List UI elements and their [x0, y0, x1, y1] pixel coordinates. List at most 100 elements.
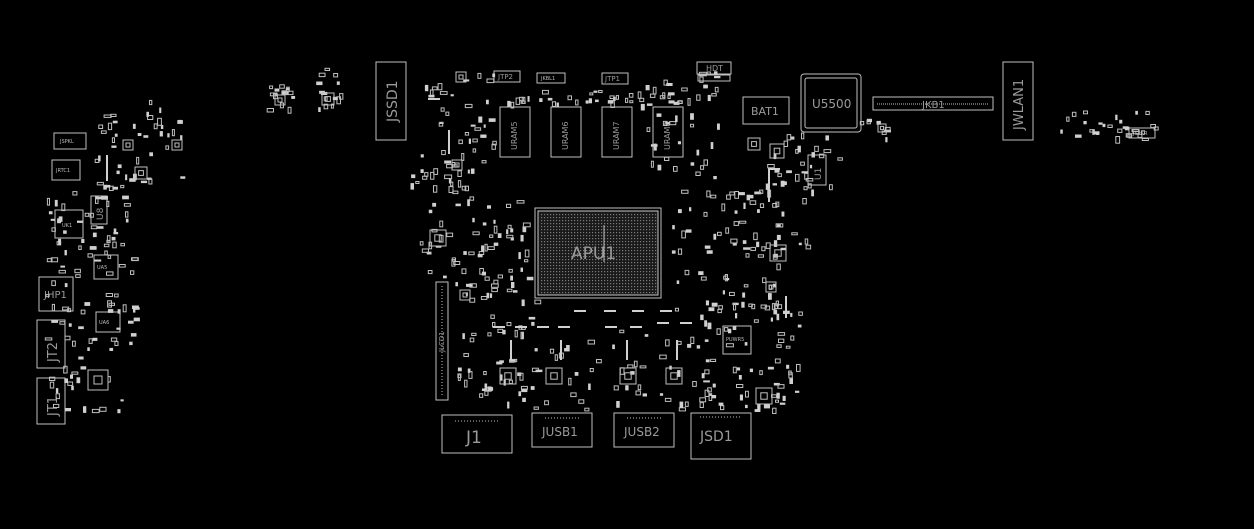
smd-part	[749, 194, 754, 199]
smd-part	[159, 131, 163, 137]
smd-part	[676, 280, 680, 284]
component-apu1: APU1	[534, 207, 662, 299]
smd-part	[487, 205, 491, 209]
smd-part	[745, 404, 748, 409]
smd-part	[615, 95, 619, 100]
smd-part	[570, 392, 577, 398]
smd-part	[491, 287, 498, 293]
smd-part	[722, 290, 725, 295]
smd-part	[428, 209, 433, 214]
smd-part	[111, 145, 117, 148]
smd-part	[554, 354, 558, 361]
smd-part	[527, 96, 530, 102]
smd-part	[441, 150, 446, 156]
smd-part	[797, 145, 801, 153]
ic-chip	[747, 137, 761, 151]
smd-part	[644, 334, 649, 337]
smd-part	[704, 369, 710, 375]
smd-part	[695, 171, 701, 176]
smd-part	[761, 246, 766, 252]
smd-part	[619, 367, 625, 375]
smd-part	[457, 374, 461, 381]
smd-part	[435, 245, 442, 248]
smd-part	[96, 226, 104, 229]
trace-segment	[605, 326, 617, 328]
smd-part	[589, 92, 594, 96]
smd-part	[783, 140, 789, 148]
smd-part	[149, 152, 153, 157]
smd-part	[640, 103, 645, 111]
ic-chip	[665, 367, 683, 385]
smd-part	[422, 175, 428, 180]
smd-part	[728, 328, 732, 334]
smd-part	[148, 178, 153, 185]
smd-part	[469, 196, 475, 201]
component-uram7: URAM7	[601, 106, 633, 158]
smd-part	[677, 248, 683, 255]
smd-part	[114, 341, 119, 347]
smd-part	[776, 344, 782, 348]
ic-chip	[459, 289, 471, 301]
smd-part	[470, 124, 476, 127]
smd-part	[122, 304, 127, 313]
smd-part	[1137, 133, 1143, 138]
smd-part	[116, 170, 120, 175]
smd-part	[440, 107, 445, 112]
smd-part	[78, 326, 84, 330]
smd-part	[497, 328, 504, 333]
smd-part	[76, 377, 81, 384]
smd-part	[711, 395, 717, 399]
smd-part	[704, 339, 709, 342]
smd-part	[123, 203, 131, 207]
smd-part	[725, 343, 734, 348]
smd-part	[574, 372, 579, 376]
smd-part	[1135, 110, 1138, 115]
smd-part	[791, 232, 798, 236]
smd-part	[524, 259, 529, 263]
component-u1: U1	[807, 154, 827, 186]
smd-part	[774, 169, 780, 173]
smd-part	[666, 83, 673, 86]
trace-segment	[657, 322, 669, 324]
smd-part	[763, 404, 770, 409]
trace-segment	[768, 168, 780, 170]
smd-part	[629, 100, 634, 104]
smd-part	[773, 283, 777, 288]
smd-part	[508, 268, 513, 273]
smd-part	[486, 78, 495, 84]
smd-part	[492, 73, 496, 78]
smd-part	[679, 401, 684, 408]
smd-part	[776, 313, 780, 321]
smd-part	[681, 87, 688, 92]
smd-part	[479, 268, 484, 275]
smd-part	[467, 169, 470, 174]
smd-part	[749, 200, 757, 205]
ic-chip	[321, 92, 335, 106]
smd-part	[677, 340, 682, 345]
smd-part	[662, 92, 666, 99]
component-uram5: URAM5	[499, 106, 531, 158]
smd-part	[732, 326, 737, 330]
smd-part	[1102, 123, 1106, 128]
smd-part	[51, 303, 55, 312]
smd-part	[50, 257, 59, 263]
smd-part	[94, 259, 102, 262]
smd-part	[786, 364, 790, 369]
ic-chip-pad	[434, 234, 442, 242]
smd-part	[587, 339, 595, 345]
smd-part	[801, 171, 808, 174]
smd-part	[714, 71, 718, 75]
smd-part	[445, 111, 450, 116]
smd-part	[318, 107, 321, 112]
smd-part	[88, 338, 93, 344]
smd-part	[568, 377, 572, 386]
smd-part	[751, 303, 756, 310]
smd-part	[84, 212, 90, 217]
smd-part	[716, 328, 721, 335]
smd-part	[159, 107, 162, 114]
smd-part	[612, 344, 615, 350]
smd-part	[710, 358, 717, 362]
smd-part	[60, 265, 65, 268]
ic-chip	[122, 139, 134, 151]
smd-part	[738, 192, 745, 196]
